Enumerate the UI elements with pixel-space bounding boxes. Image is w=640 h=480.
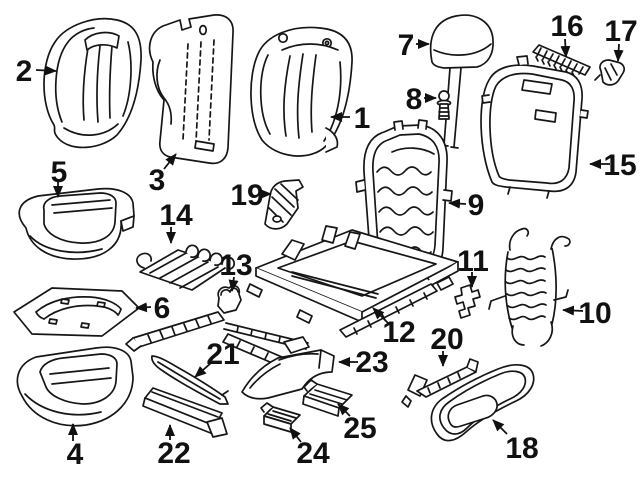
- callout-6: 6: [135, 292, 171, 325]
- callout-18: 18: [492, 419, 539, 465]
- callout-24: 24: [289, 427, 330, 470]
- callout-number-11: 11: [457, 245, 489, 278]
- part-cover-channel-long: [302, 379, 353, 417]
- callout-number-3: 3: [149, 164, 166, 197]
- callout-12: 12: [372, 307, 416, 349]
- part-trim-rail: [142, 387, 228, 438]
- callout-7: 7: [398, 29, 430, 62]
- callout-number-22: 22: [157, 437, 190, 470]
- callout-13: 13: [219, 249, 253, 292]
- callout-8: 8: [406, 83, 437, 116]
- callout-9: 9: [448, 189, 485, 222]
- part-seat-back-pad: [148, 14, 234, 165]
- callout-number-6: 6: [154, 292, 171, 325]
- callout-arrow-25: [337, 403, 351, 417]
- callout-14: 14: [159, 199, 193, 244]
- callout-number-13: 13: [219, 249, 252, 282]
- callout-arrow-16: [560, 38, 571, 58]
- callout-arrow-9: [448, 198, 467, 209]
- callout-number-18: 18: [505, 432, 538, 465]
- part-cover-channel-small: [260, 402, 301, 433]
- callout-15: 15: [589, 149, 637, 182]
- part-seat-cushion: [16, 346, 134, 427]
- callout-arrow-21: [194, 362, 212, 378]
- part-back-panel: [480, 55, 589, 199]
- callout-arrow-3: [163, 153, 177, 170]
- callout-number-4: 4: [67, 438, 84, 471]
- callout-number-10: 10: [578, 297, 611, 330]
- callout-25: 25: [337, 403, 377, 445]
- callout-22: 22: [157, 424, 191, 470]
- callout-arrow-13: [228, 276, 239, 292]
- callout-number-16: 16: [550, 10, 583, 43]
- callout-arrow-10: [562, 305, 584, 316]
- part-spring-mat: [136, 244, 235, 291]
- part-side-trim-panel: [430, 364, 535, 442]
- callout-number-1: 1: [354, 102, 371, 135]
- callout-3: 3: [149, 153, 177, 197]
- part-trim-cover: [241, 349, 335, 400]
- callout-2: 2: [16, 55, 57, 88]
- callout-number-21: 21: [206, 338, 239, 371]
- callout-number-12: 12: [382, 316, 415, 349]
- part-cushion-cover: [18, 187, 135, 260]
- callout-number-9: 9: [468, 189, 485, 222]
- callout-1: 1: [330, 102, 371, 135]
- part-seat-back-cover-left: [43, 17, 142, 149]
- callout-23: 23: [338, 346, 389, 379]
- callout-arrow-17: [613, 43, 624, 62]
- callout-arrow-2: [35, 65, 57, 76]
- part-side-bracket: [264, 179, 304, 230]
- callout-number-17: 17: [604, 15, 637, 48]
- part-trim-strip-long: [151, 355, 229, 405]
- callout-11: 11: [457, 245, 489, 288]
- callout-arrow-6: [135, 302, 152, 313]
- callout-arrow-18: [492, 419, 508, 435]
- callout-17: 17: [604, 15, 638, 62]
- callout-4: 4: [67, 423, 84, 471]
- callout-number-19: 19: [230, 179, 263, 212]
- callout-number-8: 8: [406, 83, 423, 116]
- part-clip-stepped: [454, 284, 481, 319]
- part-seat-back-cover-right: [250, 26, 353, 157]
- callout-number-14: 14: [159, 199, 193, 232]
- callout-arrow-24: [289, 427, 302, 443]
- callout-number-24: 24: [296, 437, 330, 470]
- callout-number-2: 2: [16, 55, 33, 88]
- part-seat-frame-base: [246, 225, 459, 338]
- callout-number-23: 23: [355, 346, 388, 379]
- callout-21: 21: [194, 338, 240, 378]
- part-lumbar-mat: [488, 227, 571, 347]
- callout-16: 16: [550, 10, 584, 58]
- callout-number-15: 15: [603, 149, 636, 182]
- callout-arrow-12: [372, 307, 389, 324]
- part-clip-small: [594, 59, 626, 86]
- callout-number-5: 5: [51, 156, 68, 189]
- callout-10: 10: [562, 297, 612, 330]
- part-trim-strip-ribbed: [532, 44, 591, 77]
- callout-20: 20: [430, 323, 464, 367]
- callout-19: 19: [230, 179, 272, 212]
- callout-number-7: 7: [398, 29, 415, 62]
- part-guide-bolt: [436, 90, 452, 120]
- callout-number-20: 20: [430, 323, 463, 356]
- part-seat-pad: [13, 287, 140, 337]
- callout-number-25: 25: [343, 412, 376, 445]
- callout-5: 5: [51, 156, 68, 198]
- part-bracket-rail: [401, 358, 479, 408]
